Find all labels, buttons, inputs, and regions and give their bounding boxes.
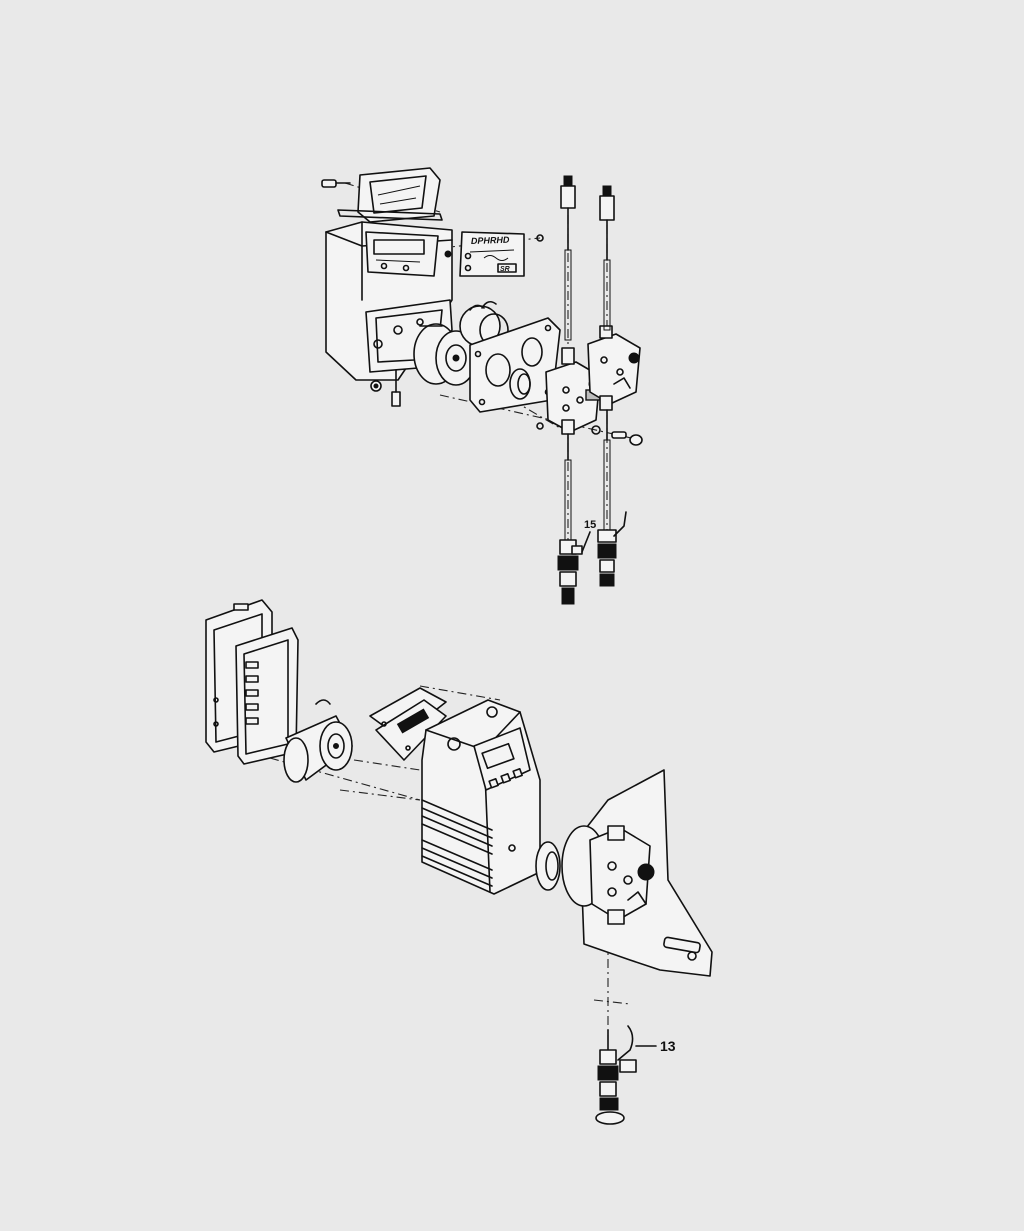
solenoid-magnet [413,323,477,386]
diaphragm [509,368,531,400]
lower-foot-valve [595,1025,637,1125]
circuit-board [369,687,447,761]
callout-15: 15 [581,519,596,553]
upper-valve-fitting-left [560,175,576,341]
display-gasket [337,209,443,221]
lower-solenoid [283,699,353,783]
lower-pump-assembly: 13 [205,599,713,1125]
lower-diaphragm [535,841,561,891]
foot-valve-left [557,433,583,605]
callout-15-label: 15 [584,519,596,531]
upper-pump-assembly: DPHRHD SR [321,167,643,605]
lower-pump-housing [421,699,541,895]
nameplate-logo: SR [500,266,510,273]
display-window-frame [357,167,441,223]
solenoid-magnet-rear [459,300,509,347]
foot-valve-right [597,409,627,587]
nameplate-label: DPHRHD [471,235,510,246]
nameplate-panel: DPHRHD SR [459,231,525,277]
upper-valve-fitting-right [599,185,615,331]
lower-pump-head [561,825,655,925]
callout-13: 13 [635,1038,676,1054]
nameplate-screw [536,234,544,242]
head-fasteners [536,422,643,446]
pump-head-right [587,325,641,411]
housing-screw [444,250,452,258]
callout-13-label: 13 [660,1038,676,1054]
display-window-screw [321,179,351,188]
housing-bottom-fittings [370,369,401,407]
